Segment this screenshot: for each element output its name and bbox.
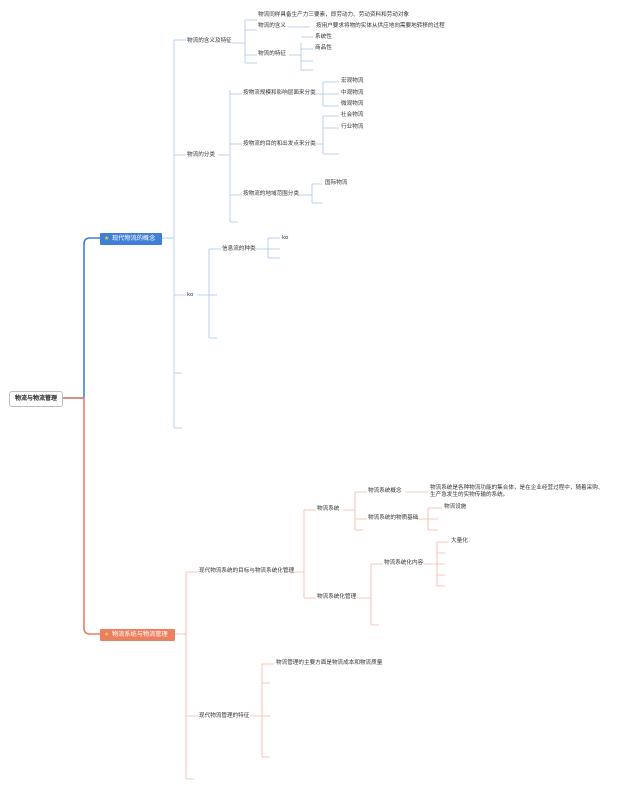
branch-label: 物流系统与物流管理 [112, 631, 168, 638]
star-icon: ★ [104, 235, 110, 242]
node-material-base[interactable]: 物流系统的物质基础 [368, 515, 419, 521]
node-classification[interactable]: 物流的分类 [187, 152, 215, 158]
node-system-concept[interactable]: 物流系统概念 [368, 488, 402, 494]
branch-logistics-system-management[interactable]: ★物流系统与物流管理 [100, 629, 175, 641]
node-system-content[interactable]: 物流系统化内容 [384, 560, 424, 566]
node-definition-item-3[interactable]: 物流的特征 [258, 51, 286, 57]
node-logistics-system[interactable]: 物流系统 [317, 506, 340, 512]
node-purpose-item-1[interactable]: 社会物流 [341, 112, 364, 118]
star-icon: ★ [104, 631, 110, 638]
node-region-item-1[interactable]: 国际物流 [325, 180, 348, 186]
node-material-item-1[interactable]: 物流设施 [444, 504, 467, 510]
node-definition-item-2[interactable]: 物流的含义 [258, 23, 286, 29]
node-system-concept-text[interactable]: 物流系统是各种物流功能的集合体，是在企业经营过程中，随着采购、生产急发生的实物传… [430, 485, 604, 498]
node-by-scale[interactable]: 按物流规模和影响层面来分类 [243, 90, 316, 96]
branch-modern-logistics-concept[interactable]: ★现代物流的概念 [100, 233, 162, 245]
node-feature-2[interactable]: 商品性 [315, 45, 332, 51]
branch-label: 现代物流的概念 [112, 235, 156, 242]
node-scale-item-3[interactable]: 微观物流 [341, 101, 364, 107]
node-ko[interactable]: ko [187, 292, 194, 298]
node-scale-item-1[interactable]: 宏观物流 [341, 78, 364, 84]
node-characteristics-item-1[interactable]: 物流管理的主要方面是物流成本和物流质量 [276, 660, 383, 666]
node-content-item-1[interactable]: 大量化 [451, 538, 468, 544]
node-feature-1[interactable]: 系统性 [315, 34, 332, 40]
root-node[interactable]: 物流与物流管理 [9, 391, 63, 407]
node-system-goals[interactable]: 现代物流系统的目标与物流系统化管理 [199, 568, 295, 574]
node-meaning-detail[interactable]: 按用户要求将物的实体从供应地向需要地转移的过程 [316, 23, 445, 29]
node-info-flow-item-1[interactable]: ko [282, 235, 289, 241]
node-info-flow[interactable]: 信息流的种类 [222, 246, 256, 252]
node-definition[interactable]: 物流的含义及特征 [187, 38, 232, 44]
node-system-management[interactable]: 物流系统化管理 [317, 594, 357, 600]
node-by-purpose[interactable]: 按物流的目的和出发点来分类 [243, 141, 316, 147]
node-scale-item-2[interactable]: 中观物流 [341, 90, 364, 96]
node-definition-item-1[interactable]: 物流同样具备生产力三要素，即劳动力、劳动资料和劳动对象 [258, 12, 410, 18]
node-by-region[interactable]: 按物流的地域范围分类 [243, 191, 299, 197]
node-characteristics[interactable]: 现代物流管理的特征 [199, 713, 250, 719]
node-purpose-item-2[interactable]: 行业物流 [341, 124, 364, 130]
